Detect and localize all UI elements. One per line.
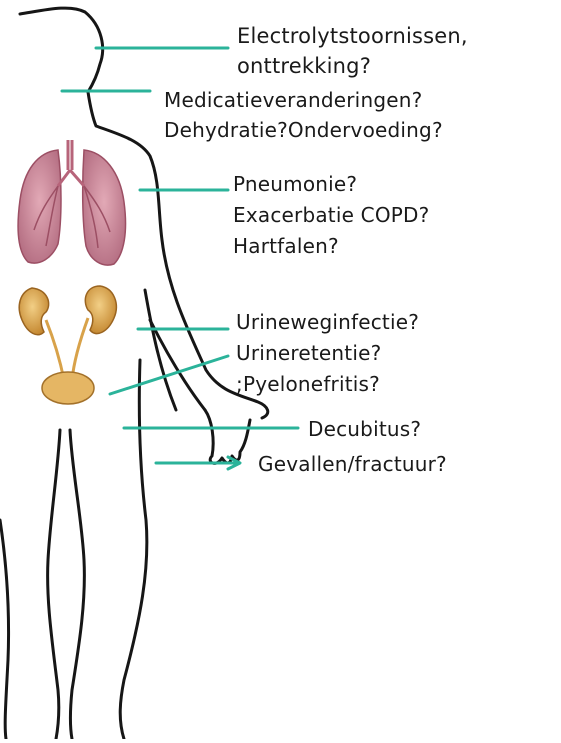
- label-urineretentie: Urineretentie?: [236, 341, 381, 365]
- head-outline: [20, 8, 103, 92]
- inner-arm: [145, 290, 176, 410]
- lung-right: [83, 150, 126, 265]
- bladder: [42, 372, 94, 404]
- label-hartfalen: Hartfalen?: [233, 234, 339, 258]
- kidney-right: [85, 286, 116, 334]
- lung-left: [18, 150, 61, 263]
- label-exacerbatie-copd: Exacerbatie COPD?: [233, 203, 429, 227]
- leg-inner-left: [48, 430, 60, 739]
- urinary-system: [19, 286, 116, 404]
- trachea: [58, 140, 84, 186]
- hand-outline: [205, 410, 250, 463]
- label-onttrekking: onttrekking?: [237, 54, 371, 78]
- label-pyelonefritis: ;Pyelonefritis?: [236, 372, 380, 396]
- ureters: [46, 318, 88, 380]
- leg-inner-right: [70, 430, 84, 739]
- torso-right: [120, 360, 147, 739]
- label-electrolytstoornissen: Electrolytstoornissen,: [237, 24, 468, 48]
- torso-left: [0, 520, 9, 739]
- label-decubitus: Decubitus?: [308, 417, 421, 441]
- label-gevallen-fractuur: Gevallen/fractuur?: [258, 452, 447, 476]
- lungs: [18, 140, 125, 265]
- label-dehydratie-ondervoeding: Dehydratie?Ondervoeding?: [164, 118, 443, 142]
- label-urineweginfectie: Urineweginfectie?: [236, 310, 419, 334]
- label-pneumonie: Pneumonie?: [233, 172, 357, 196]
- kidney-left: [19, 288, 48, 335]
- label-medicatieveranderingen: Medicatieveranderingen?: [164, 88, 422, 112]
